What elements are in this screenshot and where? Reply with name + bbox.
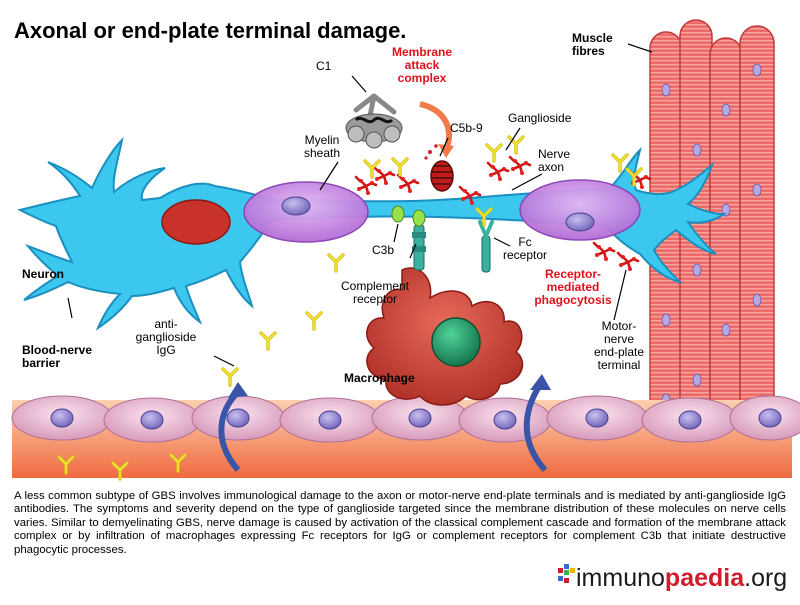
label-myelin-sheath: Myelin sheath — [303, 133, 341, 160]
label-complement-receptor: Complement receptor — [340, 279, 410, 306]
label-c5b9: C5b-9 — [450, 121, 483, 135]
brand-part-2: paedia — [664, 564, 745, 592]
neuron-nucleus — [161, 199, 231, 245]
brand-part-1: immuno — [576, 564, 665, 592]
macrophage — [366, 205, 524, 406]
label-ganglioside: Ganglioside — [508, 111, 572, 125]
diagram-title: Axonal or end-plate terminal damage. — [14, 18, 407, 43]
muscle-fibre — [709, 37, 743, 443]
neuron — [17, 136, 728, 331]
leader-lines — [67, 43, 653, 367]
blood-nerve-barrier-vessel — [11, 395, 800, 481]
label-fc-receptor: Fc receptor — [502, 235, 548, 262]
caption: A less common subtype of GBS involves im… — [14, 490, 786, 556]
label-receptor-mediated-phagocytosis: Receptor- mediated phagocytosis — [534, 267, 612, 307]
label-neuron: Neuron — [22, 267, 64, 281]
transmigration-arrows — [218, 374, 551, 473]
label-macrophage: Macrophage — [344, 371, 415, 385]
brand-dots-icon — [558, 564, 575, 583]
mac-pore-icon — [424, 144, 454, 192]
label-blood-nerve-barrier: Blood-nerve barrier — [22, 343, 93, 370]
label-motor-nerve-end-plate-terminal: Motor- nerve end-plate terminal — [593, 319, 645, 372]
c1-complex-icon — [345, 93, 403, 149]
macrophage-nucleus — [431, 317, 481, 367]
label-anti-ganglioside-igg: anti- ganglioside IgG — [135, 317, 197, 357]
label-c3b: C3b — [372, 243, 395, 257]
c3b-fragment — [412, 209, 426, 227]
label-muscle-fibres: Muscle fibres — [572, 31, 613, 58]
myelin-sheaths — [243, 179, 641, 243]
label-c1: C1 — [316, 59, 332, 73]
bound-antibodies — [363, 135, 643, 187]
fc-receptor-icon — [475, 207, 494, 273]
label-membrane-attack-complex: Membrane attack complex — [391, 45, 453, 85]
mac-arrow — [419, 101, 452, 152]
muscle-fibre — [739, 25, 775, 447]
neuron-body — [17, 136, 728, 331]
label-nerve-axon: Nerve axon — [538, 147, 571, 174]
endothelial-cells — [11, 395, 800, 443]
c3b-fragment — [391, 205, 405, 223]
brand-logo: immunopaedia.org — [576, 564, 787, 593]
brand-part-3: .org — [744, 564, 788, 592]
